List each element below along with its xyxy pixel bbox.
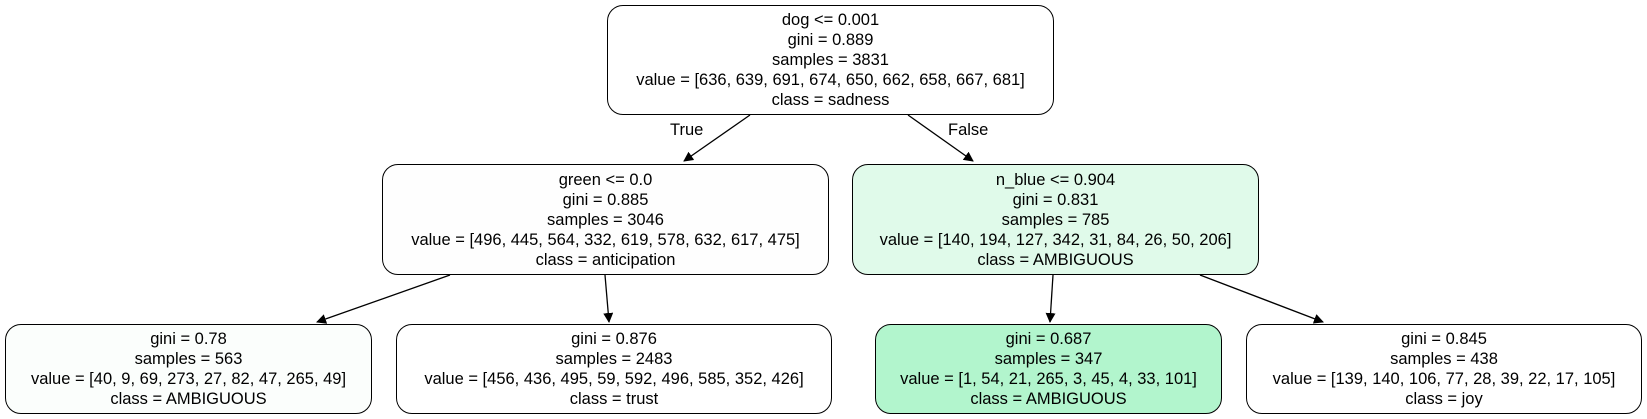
node-gini: gini = 0.687 bbox=[1005, 330, 1092, 348]
node-samples: samples = 438 bbox=[1390, 350, 1498, 368]
node-class: class = trust bbox=[569, 390, 659, 408]
node-value: value = [40, 9, 69, 273, 27, 82, 47, 265… bbox=[30, 370, 347, 388]
edge-right-leaf4 bbox=[1199, 274, 1324, 324]
edge-root-right bbox=[907, 114, 974, 162]
node-class: class = AMBIGUOUS bbox=[970, 390, 1127, 408]
node-class: class = AMBIGUOUS bbox=[110, 390, 267, 408]
node-samples: samples = 3046 bbox=[547, 210, 664, 229]
node-value: value = [456, 436, 495, 59, 592, 496, 58… bbox=[424, 370, 804, 388]
node-samples: samples = 785 bbox=[1001, 210, 1110, 229]
node-samples: samples = 2483 bbox=[555, 350, 673, 368]
node-condition: dog <= 0.001 bbox=[781, 11, 880, 29]
node-class: class = sadness bbox=[771, 91, 890, 109]
node-gini: gini = 0.78 bbox=[150, 330, 227, 348]
edge-label-false: False bbox=[948, 121, 989, 139]
node-condition: green <= 0.0 bbox=[558, 170, 653, 189]
edge-root-left bbox=[683, 114, 751, 162]
node-value: value = [140, 194, 127, 342, 31, 84, 26,… bbox=[879, 230, 1232, 249]
node-class: class = anticipation bbox=[535, 250, 676, 269]
edge-left-leaf2 bbox=[603, 274, 614, 323]
node-class: class = joy bbox=[1405, 390, 1483, 408]
tree-leaf-2: gini = 0.876 samples = 2483 value = [456… bbox=[396, 324, 832, 414]
node-gini: gini = 0.889 bbox=[787, 31, 874, 49]
tree-node-root: dog <= 0.001 gini = 0.889 samples = 3831… bbox=[607, 5, 1054, 115]
node-class: class = AMBIGUOUS bbox=[977, 250, 1134, 269]
node-value: value = [139, 140, 106, 77, 28, 39, 22, … bbox=[1272, 370, 1616, 388]
edge-left-leaf1 bbox=[316, 274, 451, 324]
node-samples: samples = 3831 bbox=[772, 51, 889, 69]
node-value: value = [636, 639, 691, 674, 650, 662, 6… bbox=[636, 71, 1025, 89]
node-gini: gini = 0.831 bbox=[1012, 190, 1099, 209]
tree-leaf-3: gini = 0.687 samples = 347 value = [1, 5… bbox=[875, 324, 1222, 414]
node-samples: samples = 563 bbox=[134, 350, 243, 368]
node-samples: samples = 347 bbox=[994, 350, 1103, 368]
edge-label-true: True bbox=[670, 121, 704, 139]
tree-leaf-4: gini = 0.845 samples = 438 value = [139,… bbox=[1246, 324, 1642, 414]
node-gini: gini = 0.845 bbox=[1401, 330, 1487, 348]
tree-node-right: n_blue <= 0.904 gini = 0.831 samples = 7… bbox=[852, 164, 1259, 275]
tree-leaf-1: gini = 0.78 samples = 563 value = [40, 9… bbox=[5, 324, 372, 414]
node-gini: gini = 0.876 bbox=[571, 330, 657, 348]
node-value: value = [496, 445, 564, 332, 619, 578, 6… bbox=[411, 230, 800, 249]
tree-node-left: green <= 0.0 gini = 0.885 samples = 3046… bbox=[382, 164, 829, 275]
edge-right-leaf3 bbox=[1045, 274, 1056, 323]
node-value: value = [1, 54, 21, 265, 3, 45, 4, 33, 1… bbox=[900, 370, 1197, 388]
node-gini: gini = 0.885 bbox=[562, 190, 649, 209]
node-condition: n_blue <= 0.904 bbox=[995, 170, 1116, 189]
